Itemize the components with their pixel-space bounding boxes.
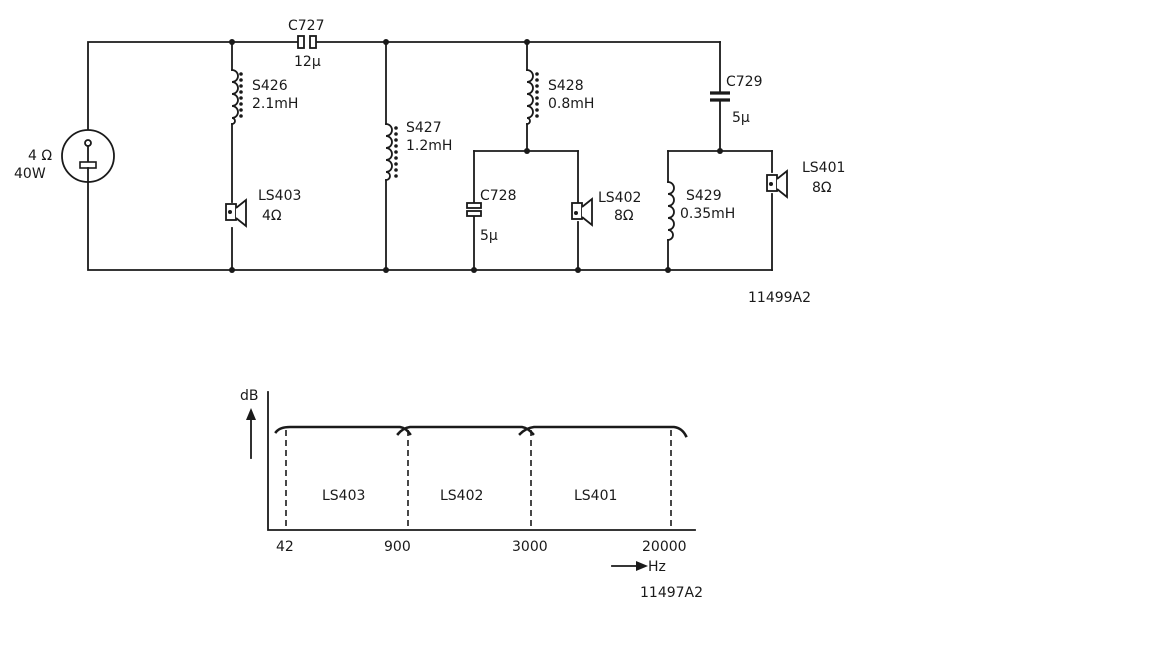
inductor-s429 [667, 181, 675, 241]
capacitor-c727 [297, 35, 317, 49]
db-arrow-icon [246, 408, 256, 459]
s427-name: S427 [406, 120, 442, 136]
speaker-ls402-icon [571, 197, 593, 227]
speaker-ls401-icon [766, 169, 788, 199]
s426-value: 2.1mH [252, 96, 298, 112]
ls403-name: LS403 [258, 188, 301, 204]
ls402-name: LS402 [598, 190, 641, 206]
band-label-ls401: LS401 [574, 488, 617, 504]
c729-name: C729 [726, 74, 763, 90]
junction-dots [229, 39, 723, 273]
inductor-s428 [526, 69, 539, 125]
source-impedance: 4 Ω [28, 148, 52, 164]
s429-name: S429 [686, 188, 722, 204]
response-drawing-number: 11497A2 [640, 585, 703, 601]
tick-label-3000: 3000 [512, 539, 548, 555]
wires [87, 41, 773, 271]
tick-label-20000: 20000 [642, 539, 687, 555]
s429-value: 0.35mH [680, 206, 735, 222]
capacitor-c728 [466, 202, 482, 217]
axes [267, 391, 696, 531]
s428-name: S428 [548, 78, 584, 94]
response-diagram: dB LS403 LS402 LS401 42 900 3000 20000 [240, 388, 703, 601]
c728-value: 5μ [480, 228, 498, 244]
ls401-name: LS401 [802, 160, 845, 176]
crossover-dashes [285, 430, 672, 530]
tick-label-900: 900 [384, 539, 411, 555]
c727-name: C727 [288, 18, 325, 34]
crossover-schematic: 4 Ω 40W C727 12μ S426 2.1mH LS403 4Ω [14, 18, 845, 306]
hz-arrow-icon [611, 561, 648, 571]
y-axis-label: dB [240, 388, 259, 404]
c729-value: 5μ [732, 110, 750, 126]
ls403-value: 4Ω [262, 208, 282, 224]
tick-label-42: 42 [276, 539, 294, 555]
inductor-s427 [385, 123, 398, 181]
capacitor-c729 [710, 91, 730, 102]
source-symbol [61, 129, 115, 183]
schematic-drawing-number: 11499A2 [748, 290, 811, 306]
response-curve [274, 425, 688, 438]
ls401-value: 8Ω [812, 180, 832, 196]
c727-value: 12μ [294, 54, 321, 70]
s428-value: 0.8mH [548, 96, 594, 112]
x-axis-label: Hz [648, 559, 666, 575]
ls402-value: 8Ω [614, 208, 634, 224]
band-label-ls402: LS402 [440, 488, 483, 504]
band-label-ls403: LS403 [322, 488, 365, 504]
inductor-s426 [231, 69, 243, 125]
c728-name: C728 [480, 188, 517, 204]
s426-name: S426 [252, 78, 288, 94]
speaker-ls403-icon [225, 198, 247, 228]
source-power: 40W [14, 166, 46, 182]
s427-value: 1.2mH [406, 138, 452, 154]
